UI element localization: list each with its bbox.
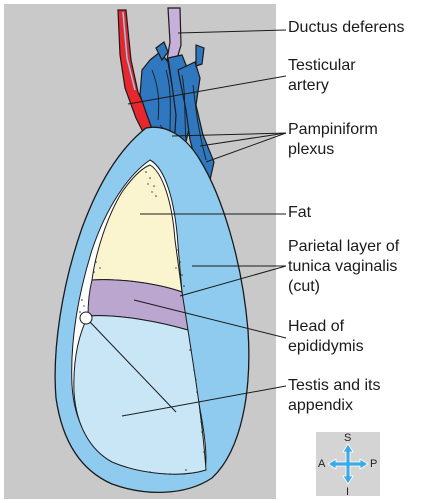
label-fat: Fat <box>288 203 311 223</box>
label-pampiniform-plexus: Pampiniform plexus <box>288 120 378 160</box>
compass-posterior: P <box>370 458 377 470</box>
compass-anterior: A <box>318 458 325 470</box>
label-head-of-epididymis: Head of epididymis <box>288 317 364 357</box>
label-ductus-deferens: Ductus deferens <box>288 18 405 38</box>
orientation-compass: S I A P <box>316 432 380 496</box>
compass-superior: S <box>344 432 351 444</box>
compass-inferior: I <box>346 486 349 498</box>
label-testicular-artery: Testicular artery <box>288 56 356 96</box>
ductus-deferens <box>167 8 181 62</box>
label-parietal-layer: Parietal layer of tunica vaginalis (cut) <box>288 237 399 297</box>
label-testis: Testis and its appendix <box>288 376 380 416</box>
